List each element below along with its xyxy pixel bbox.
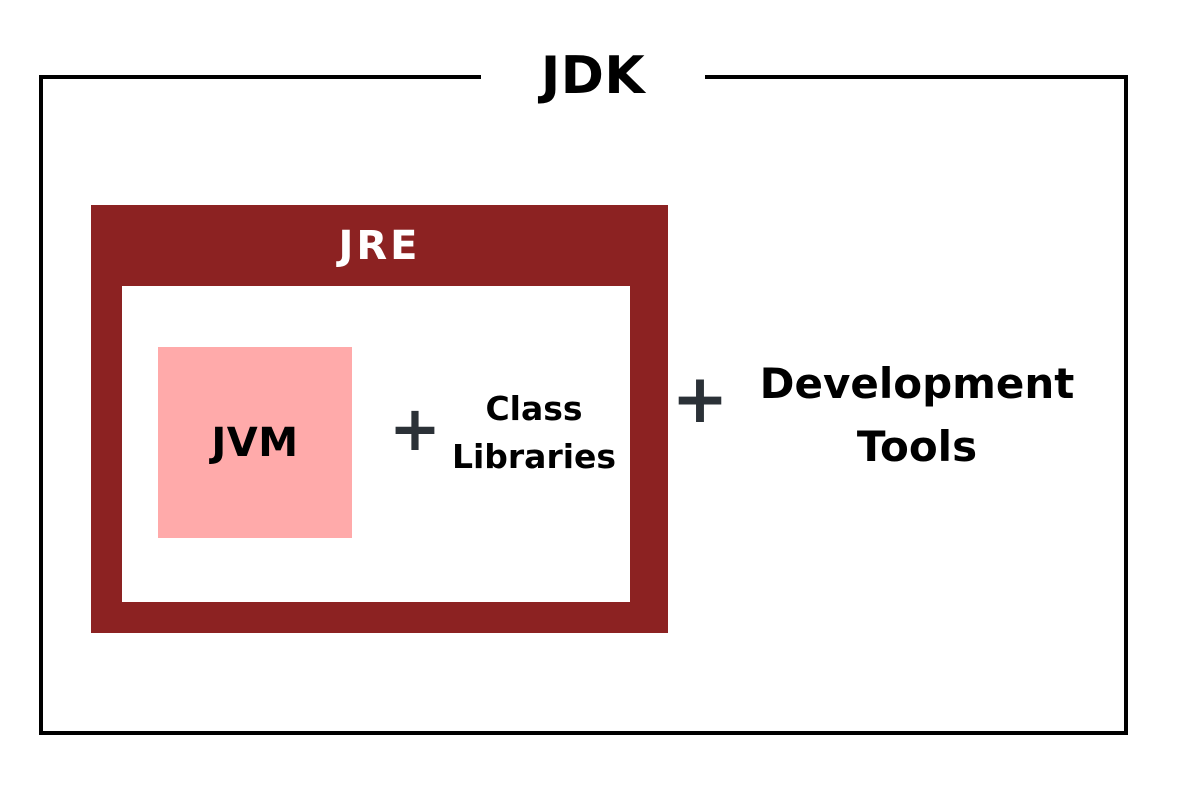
plus-icon-jvm-classlibraries: + [389,392,441,465]
jdk-title-gap [481,62,705,90]
jvm-box: JVM [158,347,352,538]
jre-label: JRE [338,223,421,269]
plus-icon-jre-devtools: + [671,360,729,439]
jvm-label: JVM [211,419,299,466]
development-tools-line-2: Tools [856,422,978,471]
development-tools-line-1: Development [759,359,1075,408]
development-tools-label: Development Tools [737,352,1097,478]
jre-box: JRE JVM + Class Libraries [91,205,668,633]
class-libraries-label: Class Libraries [439,385,629,481]
class-libraries-line-1: Class [485,389,583,428]
jdk-label: JDK [540,46,646,106]
jre-inner-panel: JVM + Class Libraries [122,286,630,602]
class-libraries-line-2: Libraries [451,436,617,476]
